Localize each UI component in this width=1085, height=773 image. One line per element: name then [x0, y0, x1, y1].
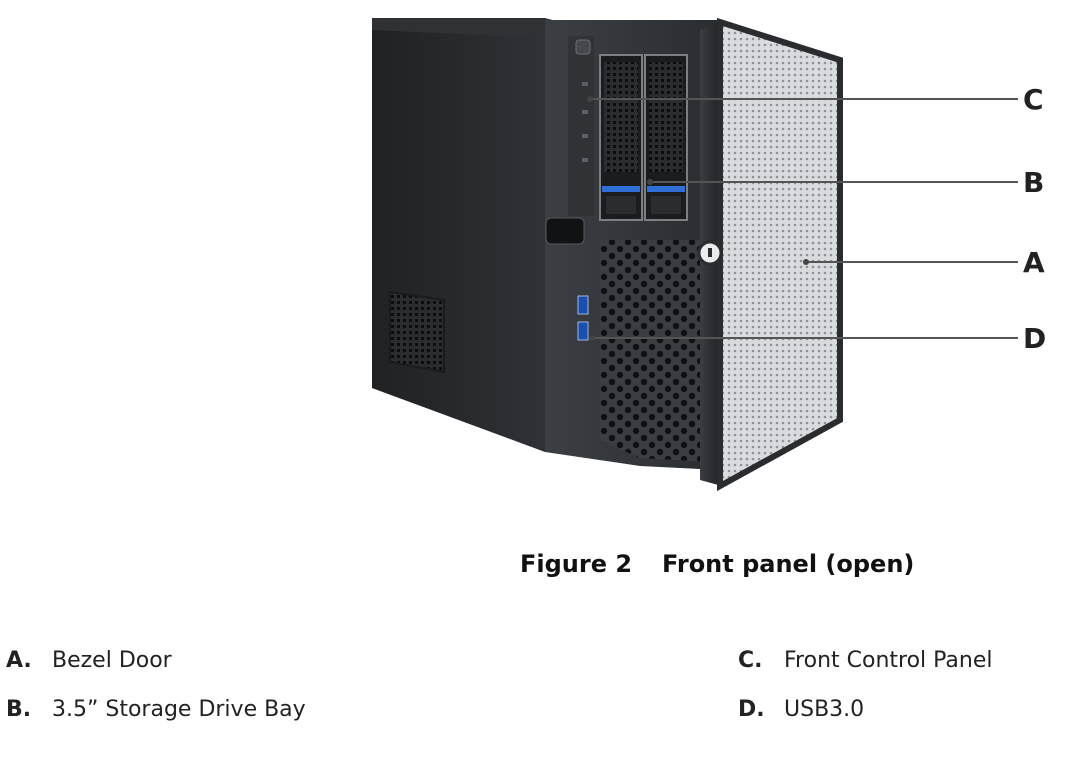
legend-key: D.	[738, 697, 765, 722]
front-control-panel	[568, 36, 594, 216]
legend-label: USB3.0	[784, 697, 865, 722]
chassis-side	[372, 30, 545, 452]
figure-caption: Figure 2 Front panel (open)	[520, 550, 914, 578]
bezel-door	[717, 17, 843, 492]
usb-ports	[577, 295, 589, 341]
front-grill	[600, 240, 712, 462]
drive-release-latch	[647, 186, 685, 192]
legend-item-d: D. USB3.0	[738, 697, 864, 722]
door-latch-knob	[545, 217, 585, 245]
legend-item-b: B. 3.5” Storage Drive Bay	[6, 697, 306, 722]
legend-item-a: A. Bezel Door	[6, 648, 172, 673]
callout-label-c: C	[1023, 83, 1044, 116]
side-vent	[389, 290, 445, 374]
legend-item-c: C. Front Control Panel	[738, 648, 993, 673]
power-button-icon	[575, 39, 591, 55]
drive-release-latch	[602, 186, 640, 192]
storage-drive-bay	[599, 54, 688, 221]
server-front-panel-illustration	[372, 17, 1018, 492]
legend-label: Bezel Door	[52, 648, 172, 673]
callout-label-b: B	[1023, 166, 1045, 199]
figure-title: Front panel (open)	[662, 550, 915, 578]
legend-label: Front Control Panel	[784, 648, 993, 673]
callout-label-d: D	[1023, 322, 1047, 355]
callout-label-a: A	[1023, 246, 1045, 279]
figure-number: Figure 2	[520, 550, 633, 578]
legend-key: B.	[6, 697, 32, 722]
legend-label: 3.5” Storage Drive Bay	[52, 697, 306, 722]
legend-key: A.	[6, 648, 32, 673]
legend-key: C.	[738, 648, 763, 673]
